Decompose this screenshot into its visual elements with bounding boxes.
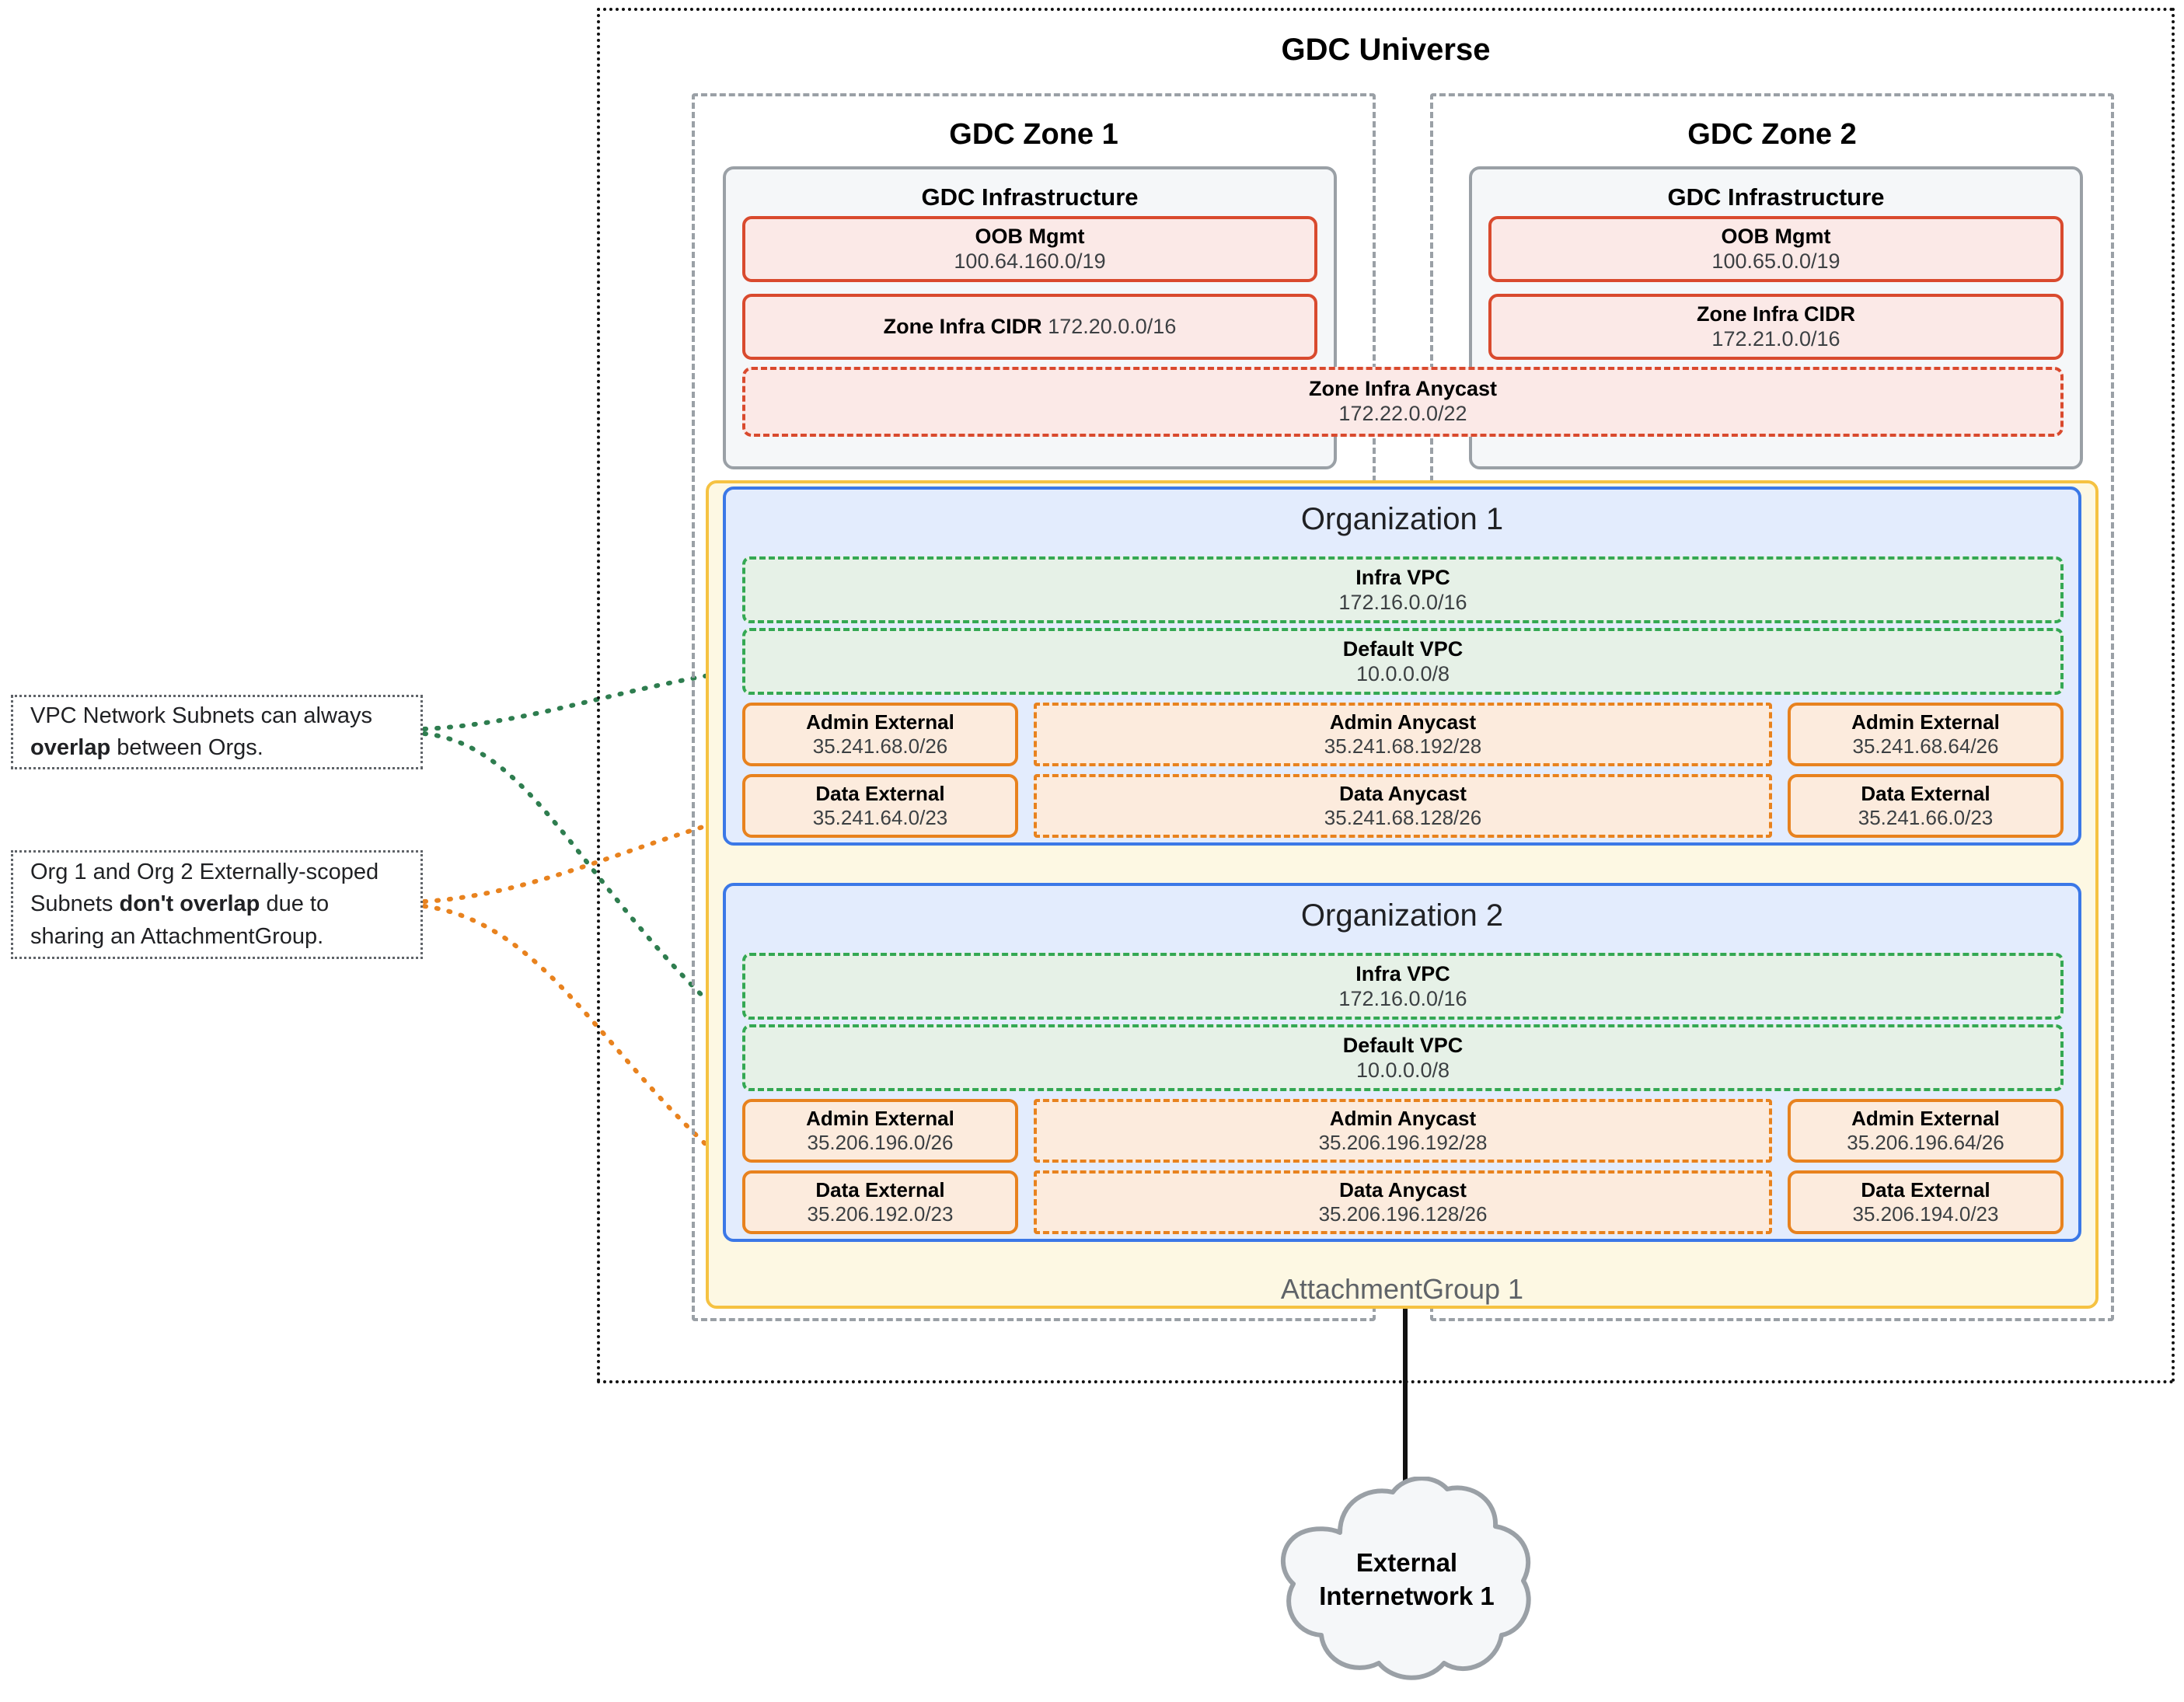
oob-mgmt-zone-2-cidr: 100.65.0.0/19: [1711, 249, 1840, 273]
organization-2-title: Organization 2: [1300, 898, 1504, 933]
organization-1-admin-anycast: Admin Anycast 35.241.68.192/28: [1034, 703, 1772, 766]
zone-infra-anycast: Zone Infra Anycast 172.22.0.0/22: [742, 367, 2064, 437]
organization-2-admin-anycast: Admin Anycast 35.206.196.192/28: [1034, 1099, 1772, 1163]
external-internetwork-label-line1: External: [1355, 1548, 1458, 1577]
gdc-infrastructure-zone-2-title: GDC Infrastructure: [1667, 183, 1885, 211]
oob-mgmt-zone-1-label: OOB Mgmt: [975, 224, 1085, 248]
organization-2-data-external-right: Data External 35.206.194.0/23: [1788, 1170, 2064, 1234]
organization-2-admin-external-right: Admin External 35.206.196.64/26: [1788, 1099, 2064, 1163]
external-internetwork-label-line2: Internetwork 1: [1319, 1581, 1495, 1610]
zone-infra-cidr-zone-2-label: Zone Infra CIDR: [1696, 302, 1855, 326]
organization-1-data-anycast-cidr: 35.241.68.128/26: [1324, 806, 1482, 829]
organization-2-default-vpc: Default VPC 10.0.0.0/8: [742, 1024, 2064, 1091]
external-internetwork-cloud-icon: [1281, 1477, 1531, 1680]
organization-1-admin-anycast-label: Admin Anycast: [1329, 710, 1477, 734]
organization-2-infra-vpc: Infra VPC 172.16.0.0/16: [742, 953, 2064, 1020]
organization-2-admin-external-left-label: Admin External: [806, 1106, 954, 1130]
organization-1-infra-vpc-cidr: 172.16.0.0/16: [1338, 591, 1467, 614]
organization-2-default-vpc-cidr: 10.0.0.0/8: [1355, 1059, 1450, 1082]
callout-vpc-overlap-text: VPC Network Subnets can always overlap b…: [30, 703, 373, 760]
oob-mgmt-zone-1: OOB Mgmt 100.64.160.0/19: [742, 216, 1317, 282]
zone-infra-cidr-zone-1-text: Zone Infra CIDR 172.20.0.0/16: [884, 315, 1177, 340]
organization-2-infra-vpc-label: Infra VPC: [1355, 961, 1450, 985]
oob-mgmt-zone-2-label: OOB Mgmt: [1721, 224, 1831, 248]
organization-2-data-anycast-label: Data Anycast: [1339, 1177, 1467, 1202]
organization-2-admin-external-left-cidr: 35.206.196.0/26: [807, 1131, 954, 1154]
organization-1-default-vpc: Default VPC 10.0.0.0/8: [742, 628, 2064, 695]
callout-external-subnets-no-overlap: Org 1 and Org 2 Externally-scoped Subnet…: [11, 850, 423, 959]
organization-2-data-external-right-label: Data External: [1861, 1177, 1990, 1202]
zone-infra-anycast-cidr: 172.22.0.0/22: [1338, 402, 1467, 425]
callout-external-subnets-no-overlap-text: Org 1 and Org 2 Externally-scoped Subnet…: [30, 860, 379, 949]
organization-2-data-anycast: Data Anycast 35.206.196.128/26: [1034, 1170, 1772, 1234]
organization-1-admin-anycast-cidr: 35.241.68.192/28: [1324, 734, 1482, 758]
zone-infra-cidr-zone-1-label: Zone Infra CIDR: [883, 314, 1042, 338]
zone-infra-cidr-zone-2: Zone Infra CIDR 172.21.0.0/16: [1488, 294, 2064, 360]
organization-2-data-anycast-cidr: 35.206.196.128/26: [1318, 1202, 1488, 1226]
gdc-infrastructure-zone-1-title: GDC Infrastructure: [921, 183, 1139, 211]
organization-1-admin-external-left-cidr: 35.241.68.0/26: [812, 734, 948, 758]
organization-1-data-external-right-label: Data External: [1861, 781, 1990, 805]
zone-infra-cidr-zone-1-cidr: 172.20.0.0/16: [1048, 314, 1177, 338]
callout-vpc-overlap: VPC Network Subnets can always overlap b…: [11, 695, 423, 769]
organization-1-data-anycast: Data Anycast 35.241.68.128/26: [1034, 774, 1772, 838]
organization-2-data-external-right-cidr: 35.206.194.0/23: [1852, 1202, 1999, 1226]
organization-2-admin-external-right-cidr: 35.206.196.64/26: [1847, 1131, 2004, 1154]
organization-2-default-vpc-label: Default VPC: [1342, 1033, 1464, 1057]
organization-1-data-anycast-label: Data Anycast: [1339, 781, 1467, 805]
organization-1-data-external-left-label: Data External: [815, 781, 945, 805]
organization-1-admin-external-left: Admin External 35.241.68.0/26: [742, 703, 1018, 766]
organization-1-title: Organization 1: [1300, 502, 1504, 536]
external-internetwork-label: External Internetwork 1: [1259, 1547, 1554, 1613]
organization-2-admin-anycast-cidr: 35.206.196.192/28: [1318, 1131, 1488, 1154]
organization-1-infra-vpc-label: Infra VPC: [1355, 565, 1450, 589]
organization-1-admin-external-right: Admin External 35.241.68.64/26: [1788, 703, 2064, 766]
zone-infra-cidr-zone-2-cidr: 172.21.0.0/16: [1711, 326, 1840, 351]
organization-1-data-external-left: Data External 35.241.64.0/23: [742, 774, 1018, 838]
organization-1-data-external-left-cidr: 35.241.64.0/23: [812, 806, 948, 829]
gdc-universe-title: GDC Universe: [1281, 33, 1491, 67]
organization-1-data-external-right: Data External 35.241.66.0/23: [1788, 774, 2064, 838]
oob-mgmt-zone-2: OOB Mgmt 100.65.0.0/19: [1488, 216, 2064, 282]
organization-2-data-external-left-cidr: 35.206.192.0/23: [807, 1202, 954, 1226]
organization-1-default-vpc-label: Default VPC: [1342, 637, 1464, 661]
oob-mgmt-zone-1-cidr: 100.64.160.0/19: [954, 249, 1106, 273]
attachment-group-label: AttachmentGroup 1: [1280, 1273, 1524, 1305]
organization-2-admin-external-right-label: Admin External: [1851, 1106, 2000, 1130]
organization-1-admin-external-right-label: Admin External: [1851, 710, 2000, 734]
gdc-zone-2-title: GDC Zone 2: [1687, 118, 1857, 151]
zone-infra-cidr-zone-1: Zone Infra CIDR 172.20.0.0/16: [742, 294, 1317, 360]
organization-1-admin-external-right-cidr: 35.241.68.64/26: [1852, 734, 1999, 758]
organization-1-infra-vpc: Infra VPC 172.16.0.0/16: [742, 556, 2064, 623]
organization-2-admin-external-left: Admin External 35.206.196.0/26: [742, 1099, 1018, 1163]
organization-1-data-external-right-cidr: 35.241.66.0/23: [1858, 806, 1994, 829]
organization-2-data-external-left-label: Data External: [815, 1177, 945, 1202]
gdc-zone-1-title: GDC Zone 1: [949, 118, 1118, 151]
organization-1-admin-external-left-label: Admin External: [806, 710, 954, 734]
organization-2-admin-anycast-label: Admin Anycast: [1329, 1106, 1477, 1130]
gdc-universe-container: [597, 8, 2175, 1383]
organization-2-data-external-left: Data External 35.206.192.0/23: [742, 1170, 1018, 1234]
organization-1-default-vpc-cidr: 10.0.0.0/8: [1355, 662, 1450, 685]
organization-2-infra-vpc-cidr: 172.16.0.0/16: [1338, 987, 1467, 1010]
zone-infra-anycast-label: Zone Infra Anycast: [1308, 377, 1498, 401]
